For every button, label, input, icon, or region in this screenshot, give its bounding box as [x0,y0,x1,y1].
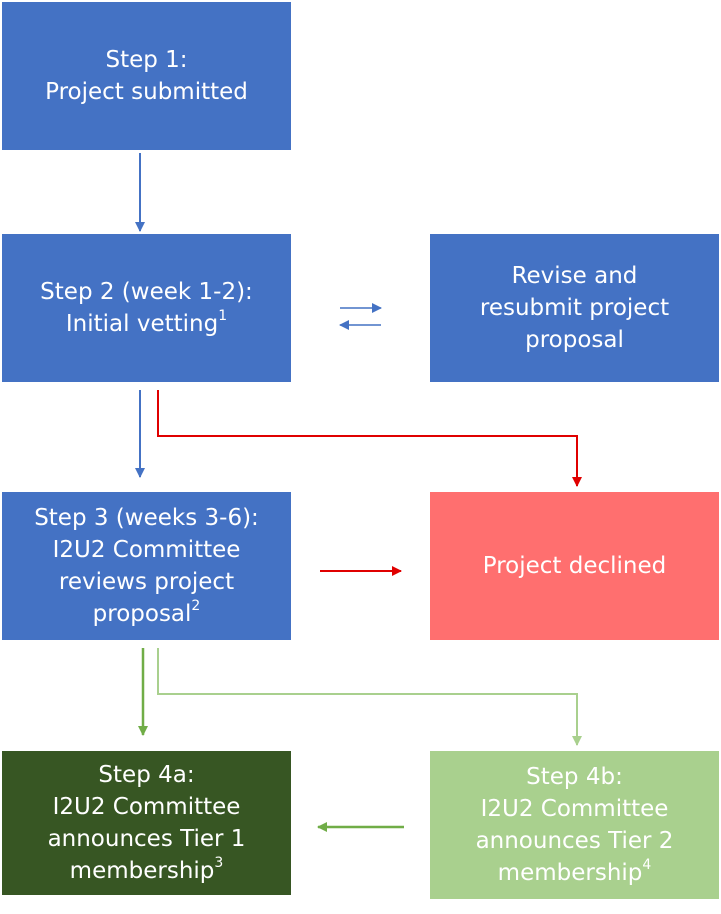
step4b-line3: membership4 [498,857,652,889]
arrow-step3-to-step4b [157,648,582,746]
step4a-title: Step 4a: [98,762,195,788]
step2-text: Initial vetting1 [66,308,227,340]
revise-line1: Revise and [511,263,638,289]
footnote-marker-4: 4 [642,857,652,874]
step4b-line1: I2U2 Committee [480,796,669,822]
arrow-step2-to-declined [157,390,582,487]
step4a-line3: membership3 [70,855,224,887]
step4b-box: Step 4b: I2U2 Committee announces Tier 2… [430,751,719,899]
step4a-line3-main: membership [69,858,215,884]
step4b-line3-main: membership [497,860,643,886]
revise-box: Revise and resubmit project proposal [430,234,719,382]
step4b-line2: announces Tier 2 [475,828,674,854]
step2-box: Step 2 (week 1-2): Initial vetting1 [2,234,291,382]
step1-text: Project submitted [45,79,248,105]
step3-line3-main: proposal [92,601,192,627]
step1-title: Step 1: [105,47,188,73]
step3-box: Step 3 (weeks 3-6): I2U2 Committee revie… [2,492,291,640]
step2-text-main: Initial vetting [65,311,219,337]
step3-line2: reviews project [58,569,235,595]
step3-line3: proposal2 [93,598,201,630]
declined-text: Project declined [482,553,667,579]
step3-line1: I2U2 Committee [52,537,241,563]
footnote-marker-1: 1 [218,308,228,325]
revise-line3: proposal [525,327,624,353]
step4a-box: Step 4a: I2U2 Committee announces Tier 1… [2,751,291,895]
revise-line2: resubmit project [479,295,670,321]
step2-title: Step 2 (week 1-2): [40,279,253,305]
footnote-marker-3: 3 [214,855,224,872]
step4a-line2: announces Tier 1 [47,826,246,852]
step4a-line1: I2U2 Committee [52,794,241,820]
declined-box: Project declined [430,492,719,640]
step1-box: Step 1: Project submitted [2,2,291,150]
step3-title: Step 3 (weeks 3-6): [34,505,259,531]
footnote-marker-2: 2 [191,598,201,615]
step4b-title: Step 4b: [526,764,623,790]
